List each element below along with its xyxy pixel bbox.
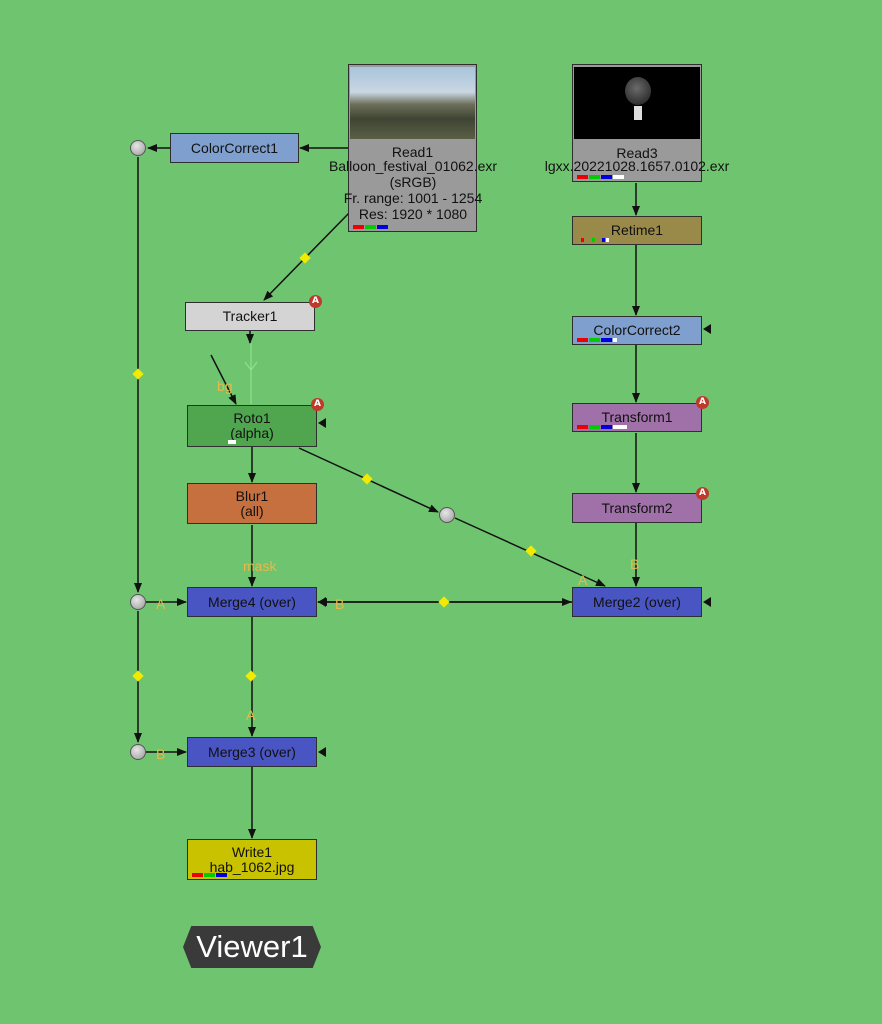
viewer1-node[interactable]: Viewer1 — [183, 926, 321, 968]
blur1-channels-label: (all) — [240, 502, 264, 519]
colorcorrect1-label: ColorCorrect1 — [190, 139, 279, 156]
pipe-elbow-read1-tracker1[interactable] — [299, 252, 311, 264]
colorcorrect2-channel-bar — [577, 338, 617, 342]
merge4-label: Merge4 (over) — [208, 593, 296, 610]
merge2-label: Merge2 (over) — [593, 593, 681, 610]
retime1-channel-bar — [581, 238, 609, 242]
read1-res-label: Res: 1920 * 1080 — [358, 206, 468, 222]
merge3-b-input-label: B — [156, 746, 166, 762]
pipe-elbow-merge4-merge2[interactable] — [438, 596, 450, 608]
pipe-elbow-left-top[interactable] — [132, 368, 144, 380]
read3-thumbnail — [574, 67, 700, 139]
read1-thumbnail — [350, 67, 475, 139]
read1-range-label: Fr. range: 1001 - 1254 — [343, 190, 483, 206]
transform1-node[interactable]: Transform1 — [572, 403, 702, 432]
read1-file-label: Balloon_festival_01062.exr — [328, 158, 498, 174]
merge3-a-input-label: A — [246, 707, 256, 723]
mask-input-merge3[interactable] — [318, 747, 326, 757]
read3-node[interactable]: Read3 — [572, 64, 702, 182]
dot-node-top[interactable] — [130, 140, 146, 156]
blur1-label: Blur1 — [235, 487, 269, 504]
read1-node[interactable]: Read1 — [348, 64, 477, 232]
viewer1-label: Viewer1 — [196, 929, 308, 964]
roto1-channel-bar — [228, 440, 236, 444]
roto1-bg-input-label: bg — [217, 378, 233, 394]
dot-node-mid[interactable] — [130, 594, 146, 610]
roto1-channels-label: (alpha) — [230, 425, 274, 441]
read1-channel-bar — [353, 225, 388, 229]
tracker1-anim-badge: A — [309, 295, 322, 308]
mask-input-roto1[interactable] — [318, 418, 326, 428]
mask-input-merge2[interactable] — [703, 597, 711, 607]
pipe-elbow-merge4-merge3[interactable] — [245, 670, 257, 682]
merge2-b-input-label: B — [630, 556, 640, 572]
read1-colorspace-label: (sRGB) — [389, 174, 437, 190]
colorcorrect2-label: ColorCorrect2 — [593, 322, 681, 338]
merge4-mask-input-label: mask — [243, 558, 277, 574]
read3-channel-bar — [577, 175, 624, 179]
merge4-a-input-label: A — [156, 596, 166, 612]
balloon-basket-shape — [634, 106, 642, 120]
merge2-a-input-label: A — [578, 572, 588, 588]
transform2-anim-badge: A — [696, 487, 709, 500]
pipe-elbow-roto1-dot[interactable] — [361, 473, 373, 485]
write1-channel-bar — [192, 873, 227, 877]
roto1-label: Roto1 — [233, 410, 271, 426]
retime1-label: Retime1 — [610, 222, 664, 238]
read3-label: Read3 — [616, 145, 658, 161]
merge2-node[interactable]: Merge2 (over) — [572, 587, 702, 617]
tracker1-label: Tracker1 — [222, 308, 278, 324]
transform1-label: Transform1 — [601, 409, 673, 425]
pipe-tracker-link-chevron — [244, 361, 258, 371]
transform2-node[interactable]: Transform2 — [572, 493, 702, 523]
mask-input-colorcorrect2[interactable] — [703, 324, 711, 334]
dot-node-right[interactable] — [439, 507, 455, 523]
read1-label: Read1 — [391, 144, 434, 160]
pipe-elbow-dot-merge2[interactable] — [525, 545, 537, 557]
blur1-node[interactable]: Blur1 (all) — [187, 483, 317, 524]
merge4-node[interactable]: Merge4 (over) — [187, 587, 317, 617]
dot-node-bottom[interactable] — [130, 744, 146, 760]
colorcorrect1-node[interactable]: ColorCorrect1 — [170, 133, 299, 163]
write1-label: Write1 — [231, 843, 273, 860]
read3-file-label: lgxx.20221028.1657.0102.exr — [544, 158, 730, 174]
merge3-node[interactable]: Merge3 (over) — [187, 737, 317, 767]
balloon-thumbnail-shape — [625, 77, 651, 105]
roto1-node[interactable]: Roto1 (alpha) — [187, 405, 317, 447]
mask-input-merge4[interactable] — [318, 597, 326, 607]
transform1-channel-bar — [577, 425, 627, 429]
pipe-roto1-bg-input[interactable] — [210, 354, 237, 405]
transform1-anim-badge: A — [696, 396, 709, 409]
retime1-node[interactable]: Retime1 — [572, 216, 702, 245]
pipe-elbow-left-bottom[interactable] — [132, 670, 144, 682]
colorcorrect2-node[interactable]: ColorCorrect2 — [572, 316, 702, 345]
tracker1-node[interactable]: Tracker1 — [185, 302, 315, 331]
write1-node[interactable]: Write1 hab_1062.jpg — [187, 839, 317, 880]
write1-file-label: hab_1062.jpg — [209, 858, 295, 875]
roto1-anim-badge: A — [311, 398, 324, 411]
transform2-label: Transform2 — [601, 499, 673, 516]
merge4-b-input-label: B — [335, 596, 345, 612]
merge3-label: Merge3 (over) — [208, 743, 296, 760]
